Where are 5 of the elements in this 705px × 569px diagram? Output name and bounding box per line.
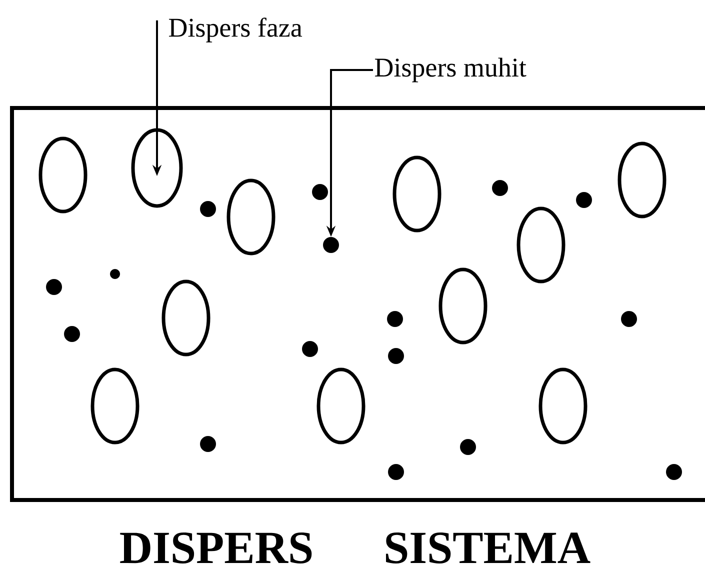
label-text: Dispers faza [169,18,302,42]
ellipse-particle [131,128,183,208]
caption-text: DISPERS SISTEMA [120,532,590,564]
dot-particle [323,236,339,253]
label-text: Dispers muhit [374,58,526,82]
